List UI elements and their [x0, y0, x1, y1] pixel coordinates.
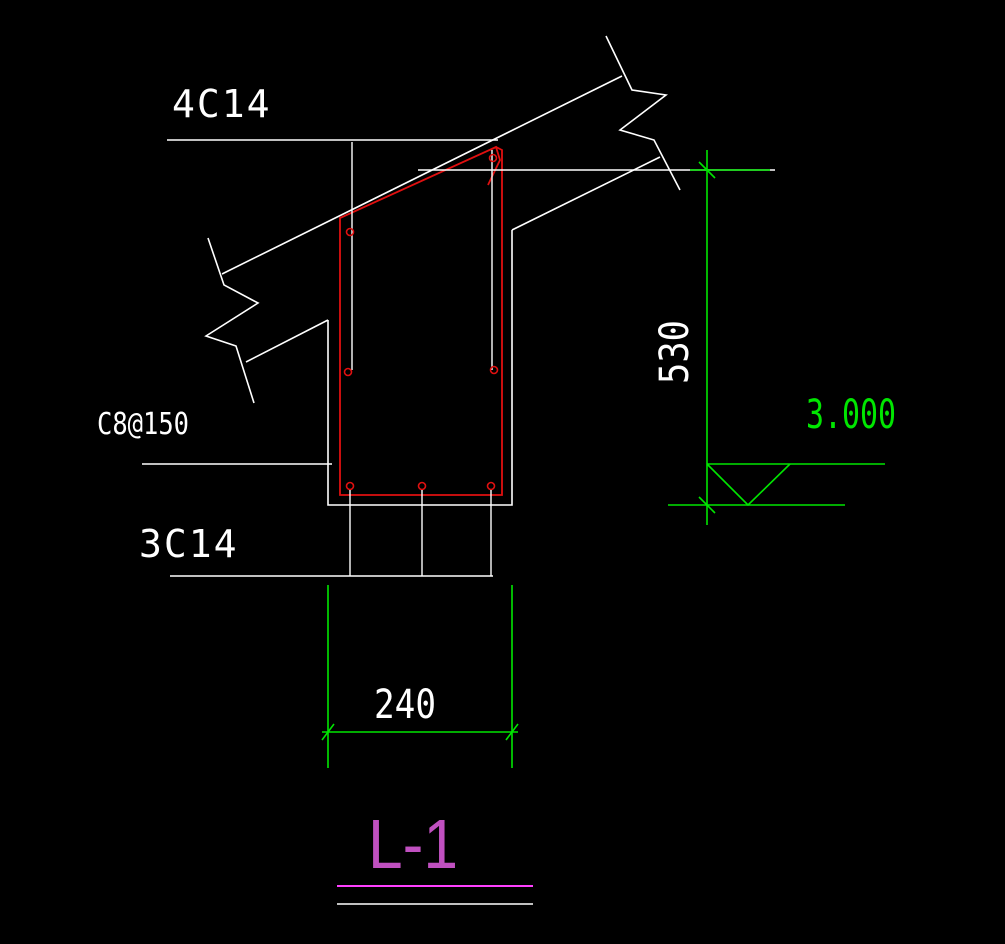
width-dim-label: 240 [374, 682, 436, 728]
width-tick-left [321, 723, 335, 741]
rebar-dot-bottom-right [486, 481, 496, 491]
rebar-dot-mid-left [343, 367, 353, 377]
stirrup-loop [339, 146, 503, 496]
rebar-dot-top-left [345, 227, 355, 237]
title-underline [337, 885, 533, 905]
slab-break-line-right [605, 35, 681, 191]
height-tick-bottom [698, 496, 716, 514]
width-tick-right [505, 723, 519, 741]
height-dim-label: 530 [652, 320, 698, 384]
bottom-rebar-label: 3C14 [139, 522, 239, 566]
elevation-label: 3.000 [806, 392, 896, 438]
width-dimension [321, 585, 519, 768]
height-dimension [668, 150, 845, 525]
stirrup-label: C8@150 [97, 407, 189, 442]
section-title: L-1 [368, 805, 458, 883]
top-rebar-label: 4C14 [172, 82, 272, 126]
slab-top-edge [221, 75, 623, 275]
slab-break-line-left [204, 237, 260, 404]
stirrup-rebar [339, 142, 503, 496]
stirrup-hook [487, 145, 501, 186]
rebar-dots [343, 153, 499, 491]
beam-body-outline [327, 230, 513, 506]
elevation-mark [706, 463, 885, 507]
elevation-triangle [706, 463, 791, 507]
slab-bottom-edge-right [511, 156, 661, 231]
beam-outline [327, 230, 513, 506]
rebar-dot-bottom-mid [417, 481, 427, 491]
rebar-dot-bottom-left [345, 481, 355, 491]
rebar-dot-mid-right [489, 365, 499, 375]
slab-bottom-edge-left [245, 319, 329, 363]
rebar-dot-top-right [488, 153, 498, 163]
height-tick-top [698, 161, 716, 179]
inclined-slab [204, 35, 681, 404]
